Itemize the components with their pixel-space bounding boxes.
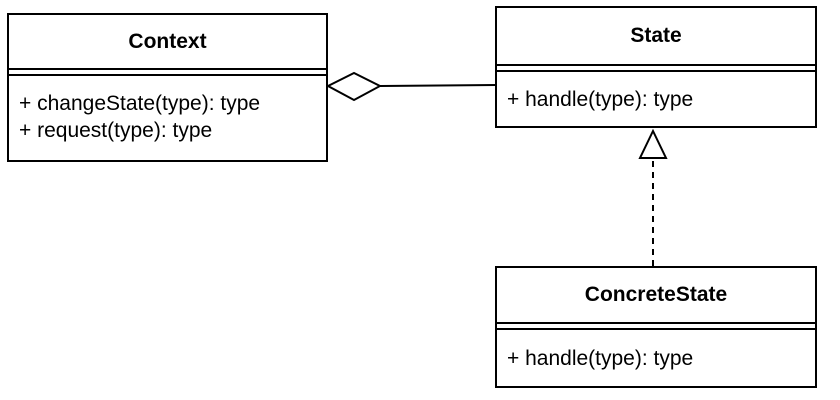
- class-context[interactable]: Context + changeState(type): type + requ…: [7, 13, 328, 162]
- class-concrete-state-methods: + handle(type): type: [497, 330, 815, 372]
- class-state-separator: [497, 64, 815, 72]
- aggregation-line: [379, 84, 497, 87]
- class-context-separator: [9, 68, 326, 76]
- class-state[interactable]: State + handle(type): type: [495, 6, 817, 128]
- method-request: + request(type): type: [19, 119, 213, 142]
- realization-connector: [638, 128, 668, 266]
- class-concrete-state-name: ConcreteState: [584, 283, 728, 306]
- class-concrete-state[interactable]: ConcreteState + handle(type): type: [495, 266, 817, 388]
- class-concrete-state-separator: [497, 322, 815, 330]
- class-context-methods: + changeState(type): type + request(type…: [9, 76, 326, 144]
- method-change-state: + changeState(type): type: [19, 92, 261, 115]
- aggregation-diamond: [325, 71, 383, 102]
- aggregation-connector: [325, 71, 497, 102]
- method-handle: + handle(type): type: [507, 347, 694, 370]
- class-state-name: State: [630, 24, 682, 47]
- method-handle: + handle(type): type: [507, 88, 694, 111]
- class-context-name: Context: [128, 29, 207, 53]
- realization-arrowhead: [638, 128, 668, 159]
- class-state-methods: + handle(type): type: [497, 72, 815, 113]
